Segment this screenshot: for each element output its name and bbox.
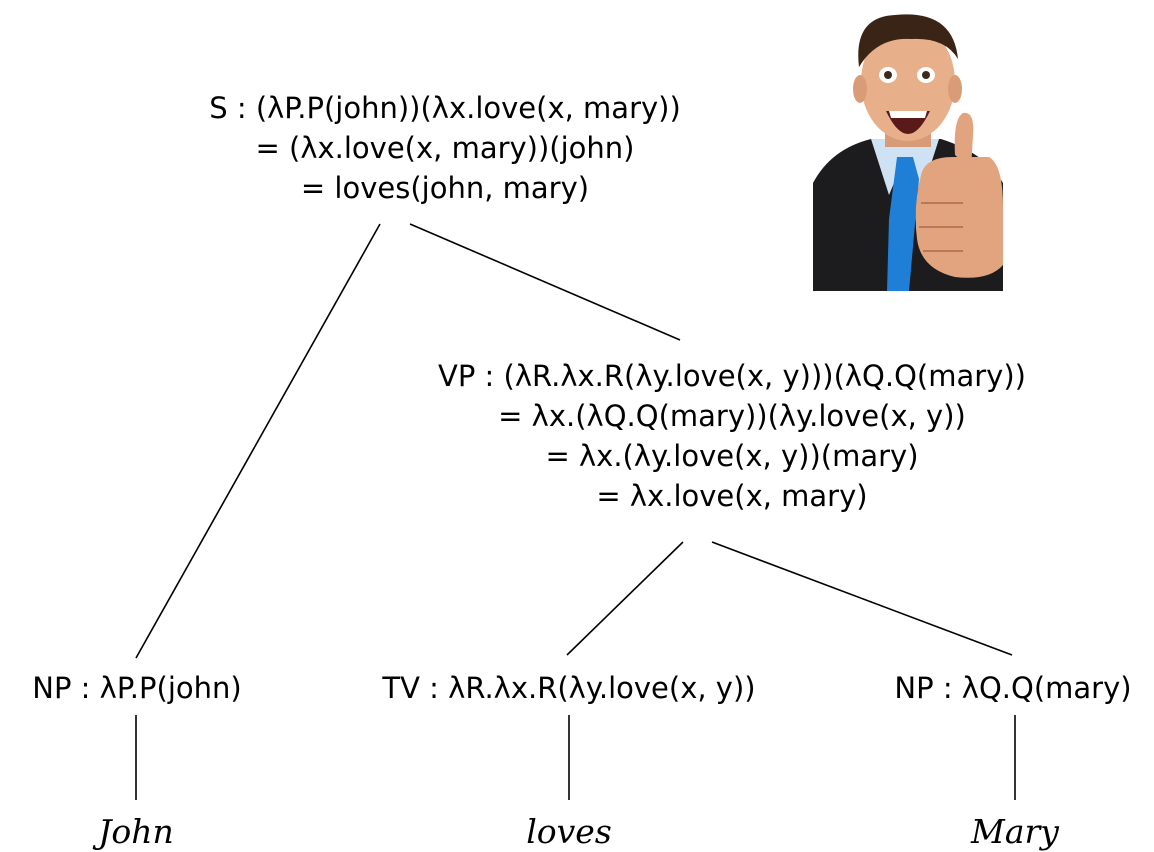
vp-line-4: = λx.love(x, mary) — [596, 479, 868, 513]
vp-line-3: = λx.(λy.love(x, y))(mary) — [545, 439, 919, 473]
left-pupil — [884, 71, 892, 79]
face — [861, 23, 955, 141]
vp-line-2: = λx.(λQ.Q(mary))(λy.love(x, y)) — [498, 399, 966, 433]
word-mary: Mary — [971, 812, 1059, 851]
np-mary-node: NP : λQ.Q(mary) — [872, 668, 1154, 708]
tv-label: TV : λR.λx.R(λy.love(x, y)) — [382, 671, 756, 705]
word-john: John — [98, 812, 174, 851]
fist — [915, 157, 1003, 278]
vp-node: VP : (λR.λx.R(λy.love(x, y)))(λQ.Q(mary)… — [382, 356, 1082, 516]
edge-vp-tv — [566, 541, 684, 656]
vp-line-1: VP : (λR.λx.R(λy.love(x, y)))(λQ.Q(mary)… — [438, 359, 1026, 393]
np-john-label: NP : λP.P(john) — [32, 671, 242, 705]
tv-node: TV : λR.λx.R(λy.love(x, y)) — [349, 668, 789, 708]
hair — [858, 14, 958, 67]
root-s-node: S : (λP.P(john))(λx.love(x, mary)) = (λx… — [115, 88, 775, 208]
right-ear — [948, 75, 962, 103]
edge-s-vp — [409, 223, 681, 341]
right-pupil — [922, 71, 930, 79]
np-john-node: NP : λP.P(john) — [0, 668, 274, 708]
left-ear — [853, 75, 867, 103]
edge-s-np — [135, 223, 381, 659]
root-line-3: = loves(john, mary) — [300, 171, 590, 205]
root-line-1: S : (λP.P(john))(λx.love(x, mary)) — [209, 91, 681, 125]
thumbs-up-man-photo — [813, 7, 1003, 291]
word-loves: loves — [526, 812, 612, 851]
np-mary-label: NP : λQ.Q(mary) — [894, 671, 1132, 705]
blue-tie — [887, 157, 919, 291]
finger-creases — [919, 202, 963, 252]
teeth — [889, 111, 927, 118]
edge-vp-np — [711, 541, 1013, 656]
thumbs-up-man-illustration — [813, 14, 1003, 291]
thumb — [954, 112, 974, 169]
root-line-2: = (λx.love(x, mary))(john) — [255, 131, 635, 165]
